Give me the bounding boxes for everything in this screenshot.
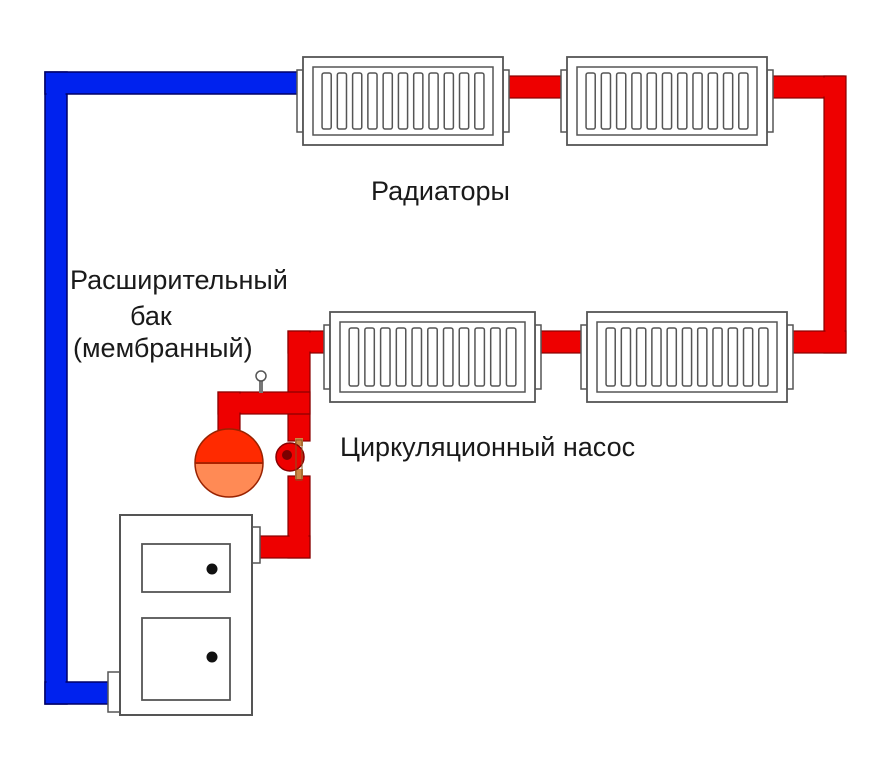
radiator-fin xyxy=(442,327,454,387)
circulation-pump-label: Циркуляционный насос xyxy=(340,432,636,462)
radiator-fin xyxy=(738,72,749,130)
radiator-fin xyxy=(367,72,378,130)
radiator-fin xyxy=(489,327,501,387)
radiator-fin xyxy=(443,72,455,130)
radiator-fin xyxy=(696,327,708,387)
radiator-fin xyxy=(427,327,438,387)
radiator-fin xyxy=(321,72,332,130)
radiator-fin xyxy=(458,72,470,130)
radiator-fin xyxy=(412,72,424,130)
radiator-fin xyxy=(458,327,470,387)
radiator-fin xyxy=(474,72,485,130)
air-vent-valve xyxy=(255,370,267,393)
boiler-lower-door-handle xyxy=(206,651,218,663)
radiator xyxy=(580,311,794,403)
radiator-fin xyxy=(722,72,734,130)
radiator-fin xyxy=(364,327,376,387)
radiator-fin xyxy=(605,327,616,387)
radiator-fin xyxy=(676,72,688,130)
radiator-fin xyxy=(585,72,596,130)
boiler xyxy=(107,514,261,716)
radiator-fin xyxy=(351,72,363,130)
radiator-fin xyxy=(646,72,658,130)
expansion-tank-label-line3: (мембранный) xyxy=(73,333,253,363)
radiator-fin xyxy=(707,72,719,130)
expansion-tank xyxy=(194,428,264,498)
expansion-tank-label-line2: бак xyxy=(130,301,172,331)
radiator-fin xyxy=(692,72,703,130)
radiator-fin xyxy=(712,327,723,387)
radiator-fin xyxy=(666,327,678,387)
radiator-fin xyxy=(758,327,769,387)
radiator-fin xyxy=(395,327,407,387)
radiator-fin xyxy=(428,72,439,130)
radiator-fin xyxy=(620,327,632,387)
radiator-fin xyxy=(631,72,642,130)
radiator-fin xyxy=(600,72,612,130)
radiator xyxy=(323,311,542,403)
radiator-fin xyxy=(681,327,693,387)
hot-supply-pipe xyxy=(217,75,847,559)
boiler-upper-door-handle xyxy=(206,563,218,575)
radiator-fin xyxy=(651,327,662,387)
radiator-fin xyxy=(379,327,391,387)
radiators-label: Радиаторы xyxy=(371,176,510,206)
radiator-fin xyxy=(397,72,409,130)
circulation-pump xyxy=(275,438,305,481)
radiator-fin xyxy=(411,327,423,387)
radiator-fin xyxy=(742,327,754,387)
expansion-tank-label-line1: Расширительный xyxy=(70,265,288,295)
radiator-fin xyxy=(635,327,647,387)
radiator-fin xyxy=(348,327,360,387)
radiator-fin xyxy=(382,72,394,130)
radiator-fin xyxy=(727,327,739,387)
radiator-fin xyxy=(474,327,486,387)
radiators-group xyxy=(296,56,794,403)
radiator xyxy=(560,56,774,146)
radiator xyxy=(296,56,510,146)
radiator-fin xyxy=(615,72,627,130)
radiator-fin xyxy=(505,327,517,387)
radiator-fin xyxy=(336,72,348,130)
radiator-fin xyxy=(661,72,673,130)
